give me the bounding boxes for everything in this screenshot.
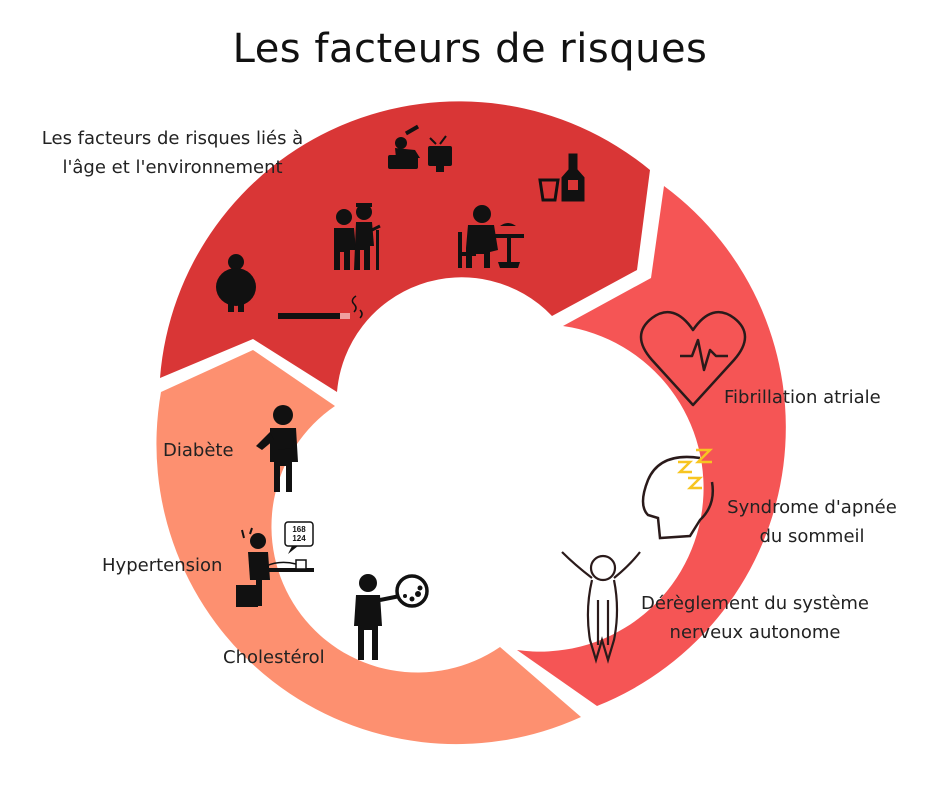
sleeping-head-icon — [641, 448, 714, 540]
nervous-system-icon — [561, 551, 641, 664]
monitor-value-2: 124 — [292, 534, 306, 543]
label-sleep-apnea: Syndrome d'apnée du sommeil — [727, 497, 897, 547]
label-age-environment: Les facteurs de risques liés à l'âge et … — [41, 128, 304, 178]
label-fibrillation: Fibrillation atriale — [724, 387, 881, 408]
cigarette-icon — [278, 295, 363, 319]
segment-age-environment — [160, 101, 650, 392]
diabetes-person-icon — [256, 405, 298, 492]
label-cholesterol: Cholestérol — [223, 647, 325, 668]
segment-cardiac — [517, 186, 786, 706]
eating-person-icon — [458, 205, 524, 268]
drinks-bottle-icon — [538, 153, 585, 202]
tv-couch-icon — [388, 124, 452, 172]
label-diabetes: Diabète — [163, 440, 234, 461]
cholesterol-magnifier-icon — [354, 574, 429, 660]
label-autonomic-nervous: Dérèglement du système nerveux autonome — [640, 593, 869, 643]
elderly-couple-icon — [334, 203, 381, 270]
segment-metabolic — [156, 350, 581, 745]
page-title: Les facteurs de risques — [232, 26, 708, 72]
obese-person-icon — [216, 254, 256, 312]
blood-pressure-icon: 168 124 — [236, 521, 314, 607]
heart-pulse-icon — [639, 310, 747, 407]
label-hypertension: Hypertension — [102, 555, 223, 576]
monitor-value-1: 168 — [292, 525, 306, 534]
